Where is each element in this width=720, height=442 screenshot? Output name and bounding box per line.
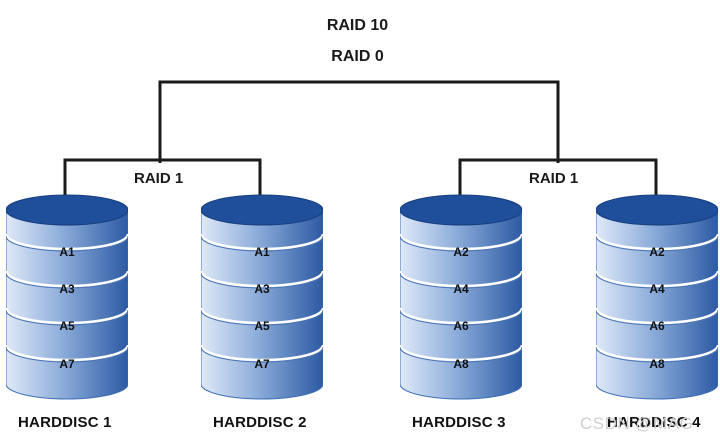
raid1-left-label: RAID 1 xyxy=(134,170,184,187)
harddisc-1-label: HARDDISC 1 xyxy=(18,414,112,431)
raid0-connector xyxy=(158,80,560,163)
data-block-label: A7 xyxy=(254,357,270,371)
raid1-left-connector xyxy=(63,158,262,210)
data-block-label: A1 xyxy=(59,245,75,259)
data-block-label: A6 xyxy=(649,319,665,333)
data-block-label: A6 xyxy=(453,319,469,333)
data-block-label: A4 xyxy=(453,282,469,296)
harddisc-2-label: HARDDISC 2 xyxy=(213,414,307,431)
data-block-label: A3 xyxy=(254,282,270,296)
raid0-label: RAID 0 xyxy=(331,48,384,65)
data-block-label: A8 xyxy=(649,357,665,371)
harddisc-4-label: HARDDISC 4 xyxy=(607,414,701,431)
data-block-label: A8 xyxy=(453,357,469,371)
raid1-right-label: RAID 1 xyxy=(529,170,579,187)
raid1-right-connector xyxy=(458,158,658,210)
data-block-label: A2 xyxy=(453,245,469,259)
data-block-label: A4 xyxy=(649,282,665,296)
data-block-label: A2 xyxy=(649,245,665,259)
raid10-title: RAID 10 xyxy=(326,17,389,34)
data-block-label: A5 xyxy=(254,319,270,333)
data-block-label: A7 xyxy=(59,357,75,371)
data-block-label: A5 xyxy=(59,319,75,333)
data-block-label: A1 xyxy=(254,245,270,259)
watermark: CSDN @MAG xyxy=(580,414,694,433)
harddisc-3-label: HARDDISC 3 xyxy=(412,414,506,431)
data-block-label: A3 xyxy=(59,282,75,296)
